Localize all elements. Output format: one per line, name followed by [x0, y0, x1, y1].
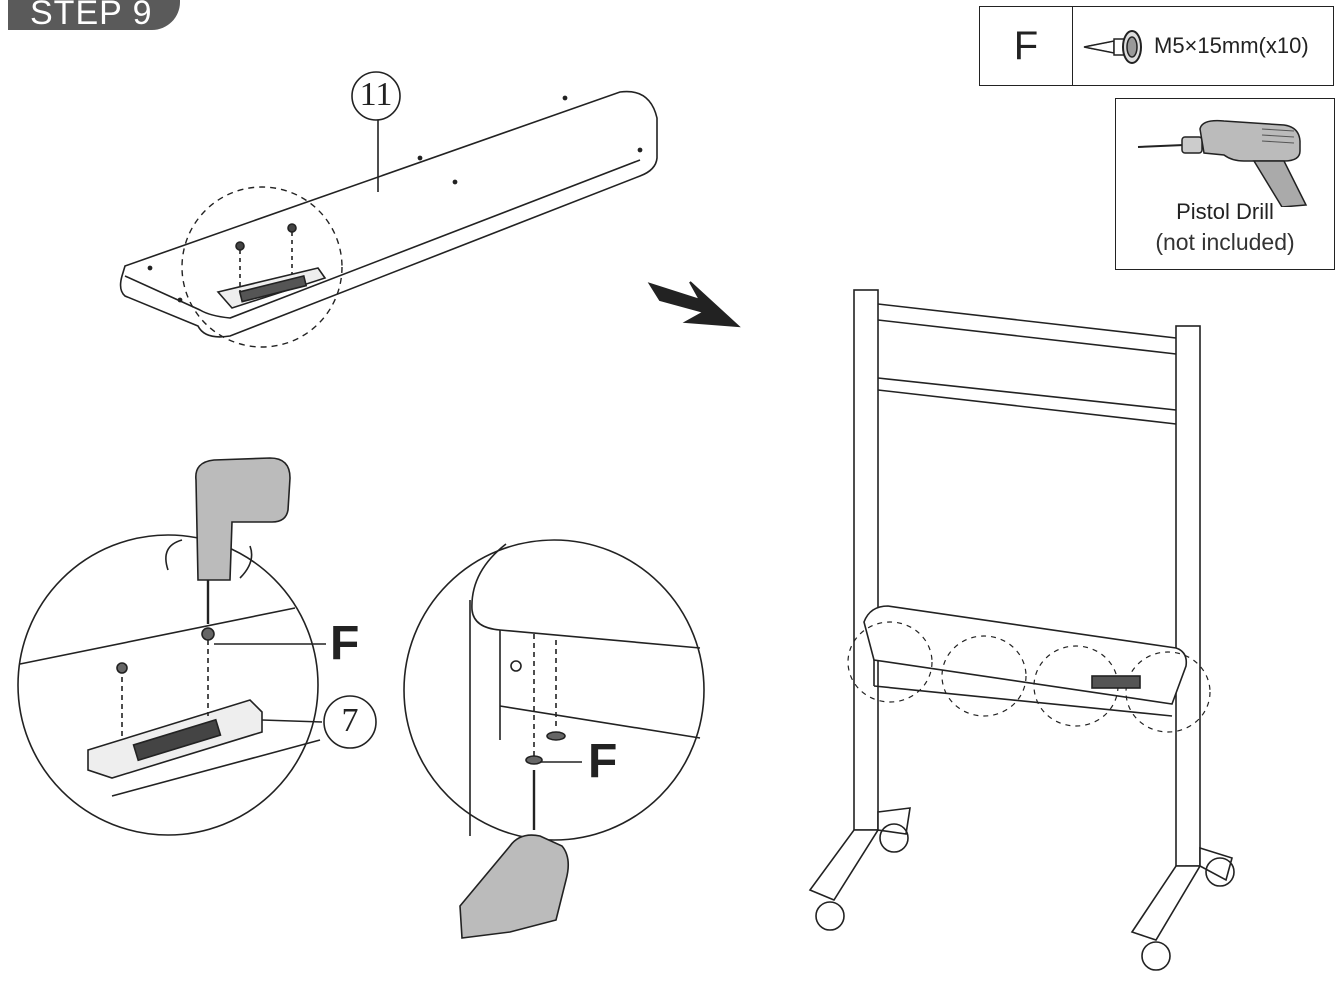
pistol-drill-icon	[1137, 119, 1308, 207]
parts-table: F M5×15mm(x10)	[979, 6, 1334, 86]
screw-label-left: F	[330, 617, 360, 670]
screw-icon	[1083, 30, 1142, 64]
board-illustration	[119, 71, 658, 348]
stand-illustration	[808, 289, 1235, 971]
tool-box: Pistol Drill (not included)	[1115, 98, 1335, 270]
part-spec: M5×15mm(x10)	[1154, 33, 1309, 58]
step-badge: STEP 9	[8, 0, 180, 32]
screw-label-center: F	[588, 735, 618, 788]
step-label: STEP 9	[30, 0, 153, 32]
bracket-detail	[17, 457, 377, 836]
bracket-callout-number: 7	[341, 702, 359, 739]
board-callout-number: 11	[359, 76, 393, 113]
tool-name: Pistol Drill	[1176, 199, 1274, 224]
side-screw-detail	[403, 539, 705, 939]
part-letter: F	[980, 7, 1073, 85]
tool-note: (not included)	[1155, 229, 1295, 255]
direction-arrow	[647, 281, 741, 328]
